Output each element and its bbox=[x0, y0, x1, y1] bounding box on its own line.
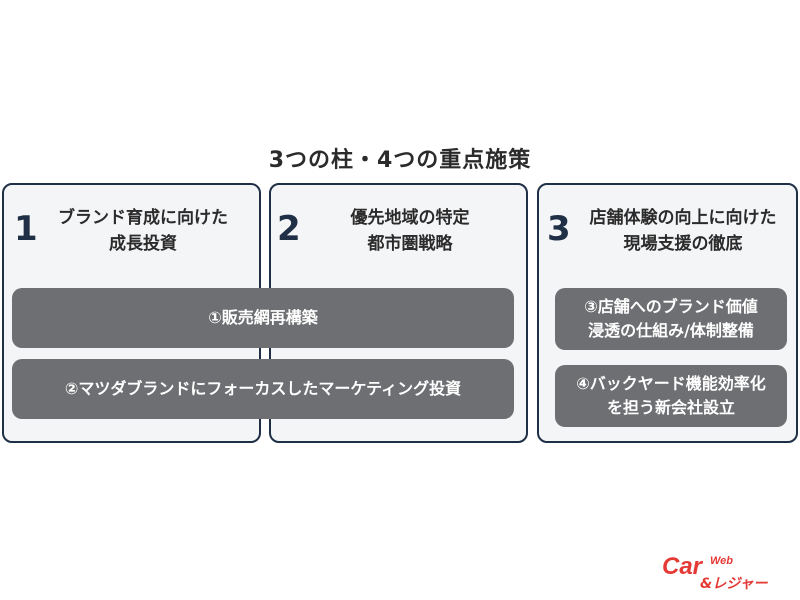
pillar-title-line: 現場支援の徹底 bbox=[623, 234, 743, 254]
measure-line: ③店舗へのブランド価値 bbox=[584, 297, 758, 316]
carweb-logo: Car Web &レジャー bbox=[660, 552, 780, 596]
page-title: 3つの柱・4つの重点施策 bbox=[268, 148, 532, 173]
pillar-title-line: ブランド育成に向けた bbox=[58, 208, 228, 228]
measure-box: ③店舗へのブランド価値 浸透の仕組み/体制整備 bbox=[555, 288, 787, 350]
logo-text: Web bbox=[710, 555, 733, 567]
measure-box: ④バックヤード機能効率化 を担う新会社設立 bbox=[555, 365, 787, 427]
pillar-title-line: 優先地域の特定 bbox=[350, 208, 470, 228]
pillar-title-line: 店舗体験の向上に向けた bbox=[589, 208, 777, 228]
logo-text: &レジャー bbox=[700, 576, 769, 592]
pillar-number: 3 bbox=[547, 209, 571, 249]
measure-line: を担う新会社設立 bbox=[606, 398, 735, 417]
pillar-title: ブランド育成に向けた 成長投資 bbox=[38, 205, 248, 257]
pillar-title-line: 都市圏戦略 bbox=[367, 234, 453, 254]
pillar-title: 優先地域の特定 都市圏戦略 bbox=[315, 205, 505, 257]
pillar-title: 店舗体験の向上に向けた 現場支援の徹底 bbox=[571, 205, 795, 257]
pillar-number: 2 bbox=[277, 209, 301, 249]
measure-line: ④バックヤード機能効率化 bbox=[576, 374, 766, 393]
measure-line: 浸透の仕組み/体制整備 bbox=[588, 321, 754, 340]
measure-bar: ①販売網再構築 bbox=[12, 288, 514, 348]
pillar-title-line: 成長投資 bbox=[109, 234, 177, 254]
logo-mark: Car Web &レジャー bbox=[662, 553, 769, 592]
logo-text: Car bbox=[662, 553, 704, 580]
measure-bar: ②マツダブランドにフォーカスしたマーケティング投資 bbox=[12, 359, 514, 419]
pillar-number: 1 bbox=[14, 209, 38, 249]
